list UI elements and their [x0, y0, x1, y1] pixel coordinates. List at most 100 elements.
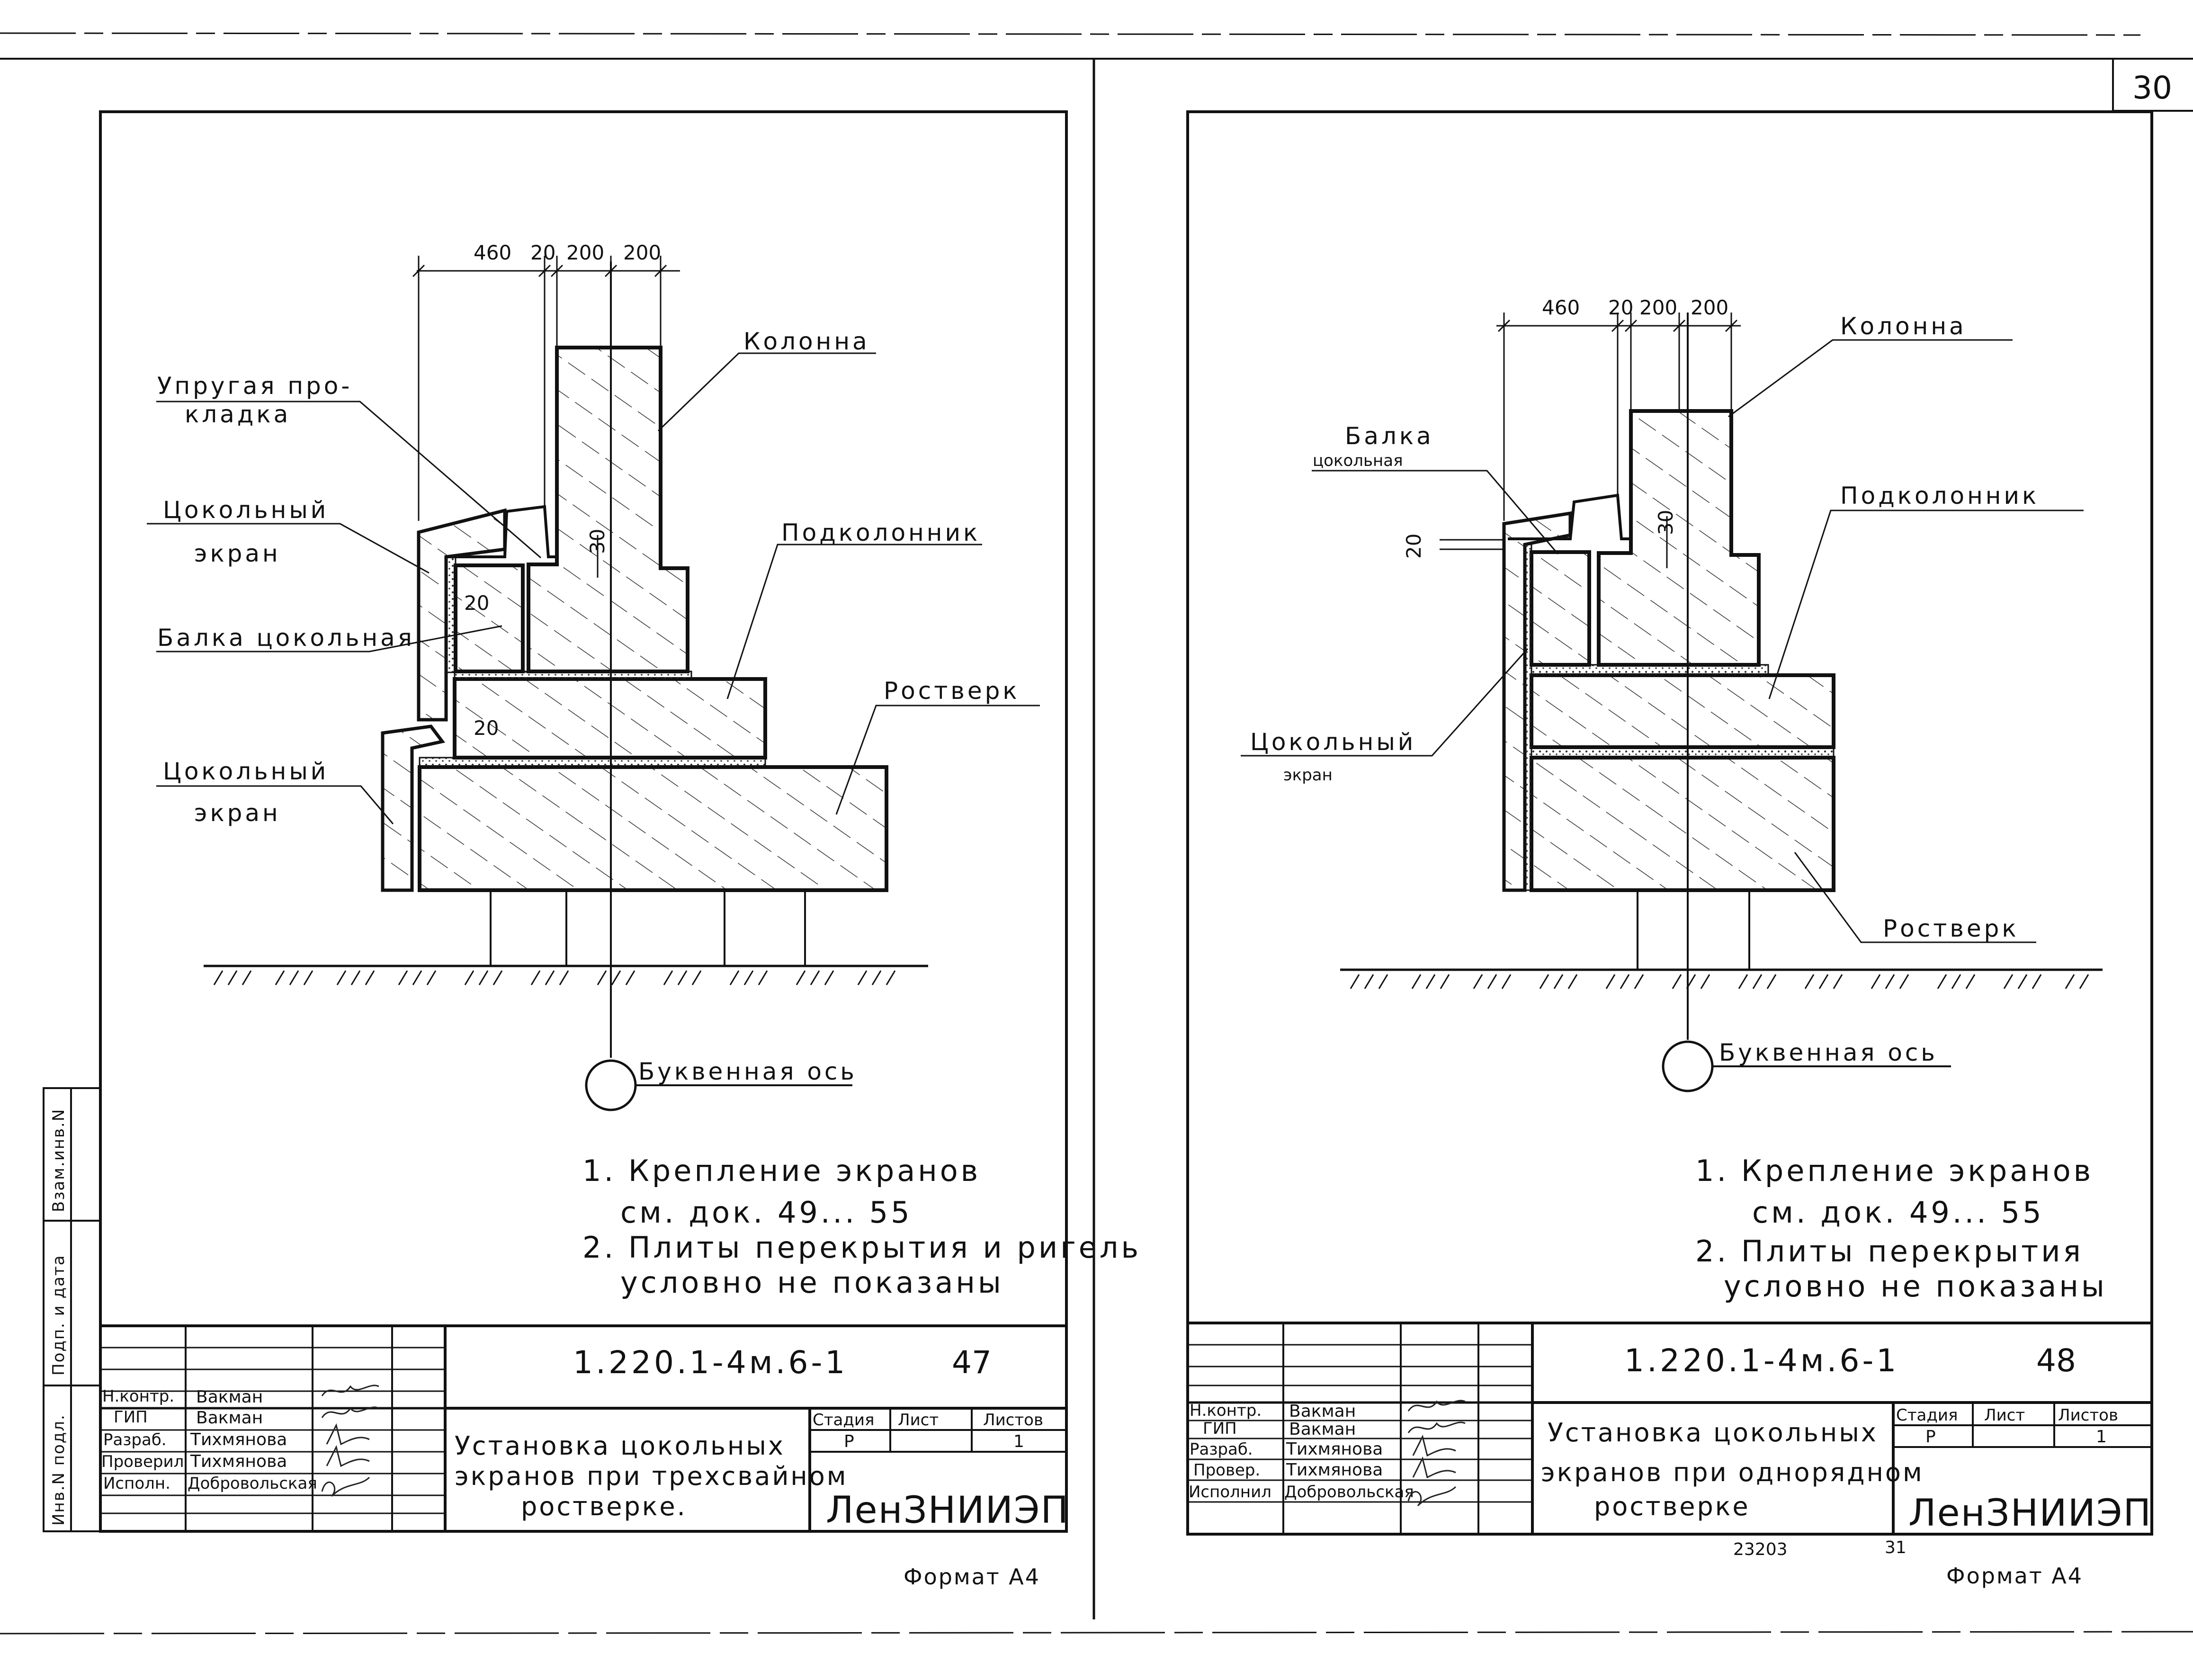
label-balka: Балка цокольная: [157, 624, 415, 652]
plinth-beam-right: [1530, 550, 1591, 667]
sheets-header-right: Листов: [2058, 1406, 2118, 1425]
doc-title-1: Установка цокольных: [455, 1431, 785, 1461]
tb-name-r1: Вакман: [1289, 1420, 1356, 1439]
organization: ЛенЗНИИЭП: [826, 1489, 1069, 1532]
leader-lines: [147, 352, 1040, 824]
pile-right: [1637, 890, 1750, 970]
note-1b: см. док. 49... 55: [620, 1195, 913, 1230]
dim-30-right: 30: [1654, 510, 1677, 535]
tb-role-2: Разраб.: [103, 1430, 167, 1449]
dimension-chain: [412, 256, 680, 521]
label-rostverk-right: Ростверк: [1883, 915, 2019, 942]
doc-sheet-number-right: 48: [2036, 1342, 2076, 1379]
note-right-2b: условно не показаны: [1724, 1269, 2107, 1304]
tb-name-r2: Тихмянова: [1286, 1439, 1383, 1459]
tb-name-r4: Добровольская: [1284, 1483, 1414, 1501]
letter-axis-bubble-right: [1662, 1040, 1714, 1092]
tb-role-4: Исполн.: [103, 1474, 170, 1493]
title-block-right: [1188, 1322, 2152, 1534]
stage-value-right: Р: [1925, 1427, 1936, 1447]
label-balka-right-1: Балка: [1345, 422, 1434, 450]
doc-code: 1.220.1-4м.6-1: [573, 1344, 848, 1381]
label-ekran-right-1: Цокольный: [1250, 728, 1416, 756]
note-right-1: 1. Крепление экранов: [1695, 1153, 2094, 1188]
sheets-value: 1: [1013, 1432, 1024, 1451]
ground-line-right: [1340, 968, 2103, 989]
column-right: [1597, 409, 1761, 667]
upper-screen-gap: [445, 556, 457, 673]
label-balka-right-2: цокольная: [1313, 451, 1403, 470]
note-2b: условно не показаны: [620, 1265, 1004, 1300]
label-ekran-2b: экран: [194, 799, 281, 827]
note-right-1b: см. док. 49... 55: [1752, 1195, 2044, 1230]
label-kolonna: Колонна: [743, 328, 870, 355]
label-ekran-right-2: экран: [1283, 766, 1333, 785]
rostverk-right: [1530, 756, 1835, 892]
doc-title-3: ростверке.: [521, 1492, 687, 1521]
label-ekran-1b: экран: [194, 540, 281, 567]
sheet-frame: [0, 32, 2193, 1635]
piles: [490, 890, 806, 966]
signatures-right: [1407, 1400, 1466, 1507]
tb-role-r4: Исполнил: [1189, 1483, 1271, 1501]
screen-gap-right: [1524, 544, 1532, 891]
tb-role-r1: ГИП: [1203, 1419, 1237, 1438]
dim-200a-right: 200: [1639, 296, 1677, 319]
note-2: 2. Плиты перекрытия и ригель: [582, 1230, 1141, 1265]
note-1: 1. Крепление экранов: [582, 1153, 981, 1188]
page-number: 30: [2132, 70, 2172, 106]
axis-label-right: Буквенная ось: [1719, 1039, 1938, 1066]
tb-name-2: Тихмянова: [190, 1430, 287, 1449]
dim-20-beam: 20: [464, 591, 489, 615]
sheet-header: Лист: [898, 1411, 939, 1430]
signatures: [321, 1385, 379, 1497]
stage-header: Стадия: [813, 1411, 874, 1430]
doc-title-right-2: экранов при однорядном: [1541, 1457, 1924, 1487]
sheets-header: Листов: [983, 1411, 1043, 1430]
dim-20-right: 20: [1608, 296, 1633, 319]
dim-20-screen-right: 20: [1402, 534, 1425, 559]
dimension-chain-right: [1496, 313, 1741, 521]
lower-screen: [381, 724, 446, 892]
doc-title-right-3: ростверке: [1594, 1492, 1750, 1521]
format-label-right: Формат А4: [1946, 1563, 2083, 1589]
dim-200b-right: 200: [1691, 296, 1728, 319]
tb-name-0: Вакман: [196, 1387, 263, 1407]
tb-name-4: Добровольская: [188, 1474, 317, 1493]
format-label: Формат А4: [904, 1564, 1040, 1590]
podkolonnik-right: [1530, 673, 1835, 749]
plinth-beam-ledge: [448, 505, 557, 558]
tb-name-r0: Вакман: [1289, 1402, 1356, 1421]
stage-header-right: Стадия: [1896, 1406, 1958, 1425]
rostverk: [418, 765, 888, 892]
dim-200b: 200: [623, 241, 661, 264]
dim-20-screen: 20: [474, 716, 499, 740]
dim-200a: 200: [566, 241, 604, 264]
tb-role-r2: Разраб.: [1190, 1440, 1253, 1459]
tb-name-3: Тихмянова: [190, 1452, 287, 1471]
organization-right: ЛенЗНИИЭП: [1908, 1492, 2152, 1535]
doc-title-right-1: Установка цокольных: [1548, 1418, 1878, 1448]
left-sheet: Инв.N подл. Подп. и дата Взам.инв.N: [43, 110, 1141, 1590]
title-block: [100, 1324, 1066, 1531]
side-stamp-vzam: Взам.инв.N: [49, 1108, 68, 1212]
leader-lines-right: [1241, 339, 2084, 943]
side-stamp-podp: Подп. и дата: [49, 1254, 68, 1376]
stage-value: Р: [844, 1432, 854, 1451]
label-podkolonnik-right: Подколонник: [1840, 482, 2039, 509]
dim-460: 460: [474, 241, 511, 264]
stamp-number: 23203: [1733, 1540, 1788, 1559]
tb-role-3: Проверил: [101, 1452, 184, 1471]
doc-code-right: 1.220.1-4м.6-1: [1624, 1342, 1899, 1379]
tb-name-r3: Тихмянова: [1286, 1460, 1383, 1480]
tb-name-1: Вакман: [196, 1408, 263, 1428]
label-ekran-1: Цокольный: [163, 496, 329, 524]
plinth-beam: [454, 563, 525, 673]
doc-sheet-number: 47: [952, 1344, 992, 1381]
dim-20: 20: [530, 241, 555, 264]
ground-line: [204, 965, 928, 985]
letter-axis-bubble: [585, 1059, 637, 1111]
dim-460-right: 460: [1542, 296, 1580, 319]
label-uprugaya-2: кладка: [185, 401, 291, 428]
